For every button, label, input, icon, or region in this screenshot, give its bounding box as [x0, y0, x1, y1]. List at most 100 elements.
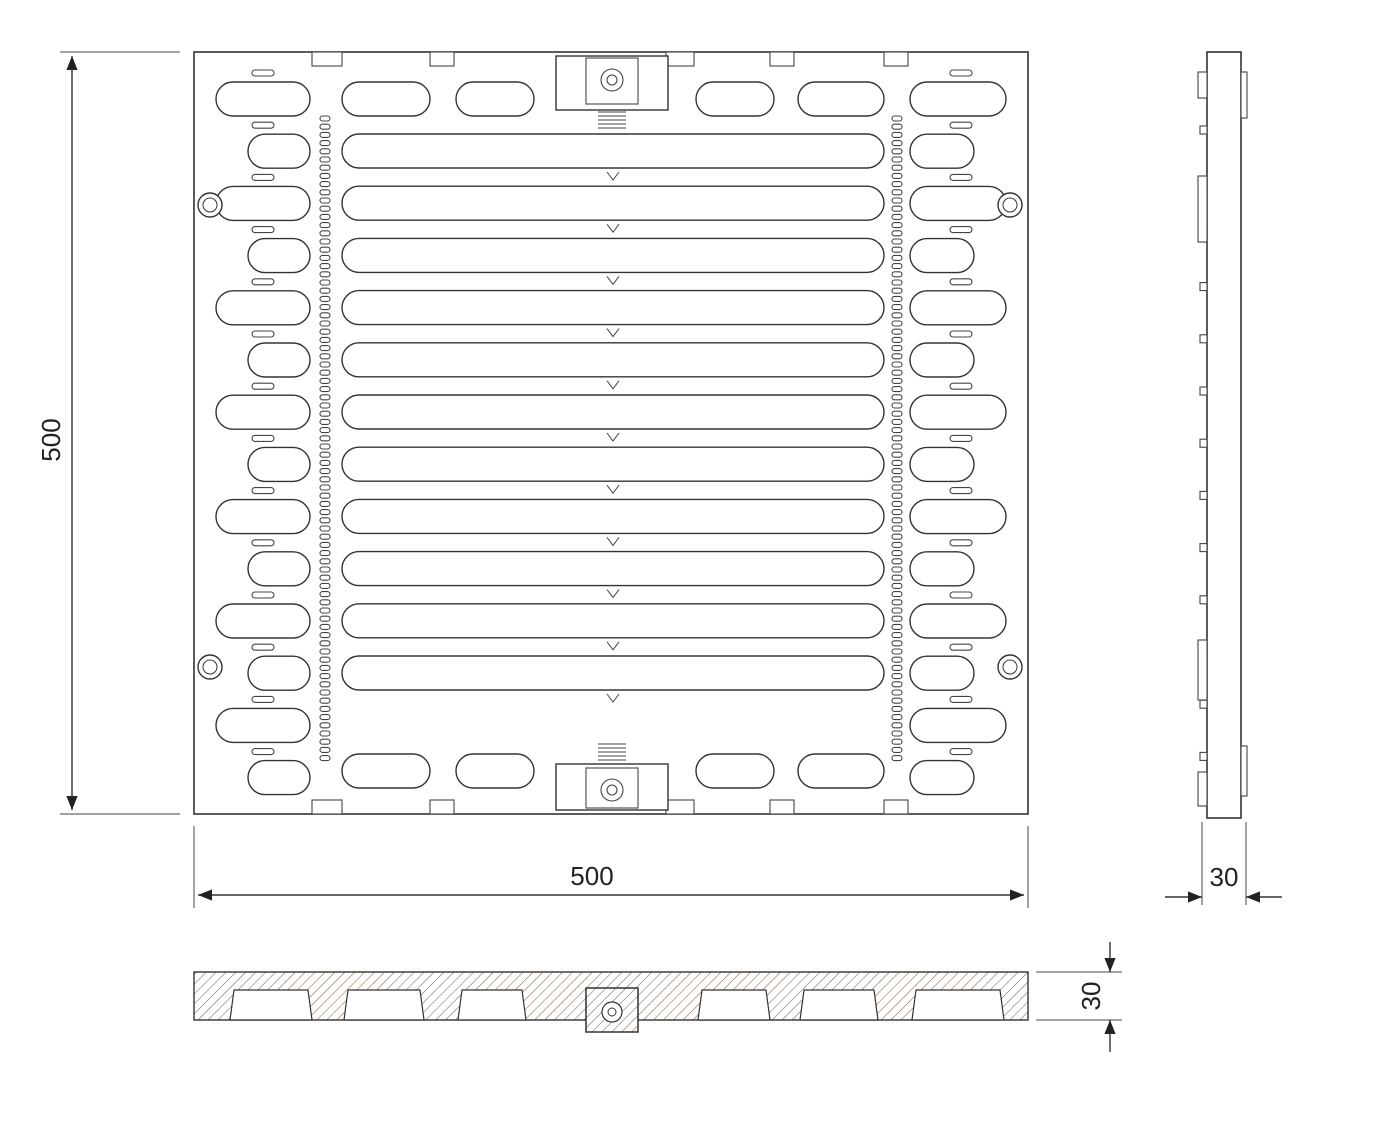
- perforation: [319, 131, 331, 138]
- perforation: [319, 189, 331, 196]
- perforation: [891, 263, 903, 270]
- short-slot: [215, 185, 311, 222]
- section-cavity: [229, 989, 313, 1021]
- left-short-slots: [215, 81, 311, 796]
- perforation: [319, 640, 331, 647]
- short-slot: [247, 759, 311, 796]
- perforation: [319, 222, 331, 229]
- perforation: [319, 238, 331, 245]
- perforation: [891, 123, 903, 130]
- perforation: [891, 509, 903, 516]
- rib-dash: [251, 748, 275, 756]
- perforation: [319, 123, 331, 130]
- perforation: [319, 435, 331, 442]
- long-slot: [341, 655, 885, 691]
- perforation: [891, 304, 903, 311]
- rib-dash: [949, 591, 973, 599]
- perforation: [891, 615, 903, 622]
- perforation: [319, 213, 331, 220]
- perforation: [319, 386, 331, 393]
- perforation: [891, 525, 903, 532]
- rib-dash: [949, 382, 973, 390]
- height-dimension-label: 500: [36, 418, 66, 461]
- perforation: [891, 320, 903, 327]
- top-edge-notches: [311, 51, 909, 67]
- perforation: [891, 697, 903, 704]
- rib-dash: [949, 173, 973, 181]
- perforation: [319, 394, 331, 401]
- rib-dash: [949, 643, 973, 651]
- perforation: [319, 361, 331, 368]
- perforation: [319, 156, 331, 163]
- rib-dash: [949, 748, 973, 756]
- perforation: [319, 197, 331, 204]
- short-slot: [909, 394, 1007, 430]
- perforation: [891, 418, 903, 425]
- perforation: [319, 369, 331, 376]
- flow-arrow-mark: [606, 484, 620, 495]
- perforation: [891, 533, 903, 540]
- perforation: [891, 468, 903, 475]
- section-cavity: [343, 989, 425, 1021]
- perforation: [319, 615, 331, 622]
- rib-dash: [251, 434, 275, 442]
- perforation: [319, 509, 331, 516]
- rib-dash: [251, 278, 275, 286]
- perforation: [891, 246, 903, 253]
- right-short-slots: [909, 81, 1007, 796]
- perforation: [891, 394, 903, 401]
- top-row-slots: [341, 81, 885, 117]
- perforation: [319, 336, 331, 343]
- long-slot: [341, 446, 885, 482]
- perforation: [319, 755, 331, 762]
- rib-dash: [949, 695, 973, 703]
- section-view: 30: [193, 942, 1122, 1052]
- perforation: [319, 541, 331, 548]
- rib-dashes: [251, 69, 973, 756]
- perforation: [891, 681, 903, 688]
- perforation: [319, 328, 331, 335]
- perforation: [891, 730, 903, 737]
- notch: [429, 799, 455, 815]
- section-thickness-label: 30: [1076, 982, 1106, 1011]
- perforation: [319, 525, 331, 532]
- side-thickness-label: 30: [1210, 862, 1239, 892]
- perforation: [319, 254, 331, 261]
- perforation: [891, 648, 903, 655]
- rib-dash: [949, 539, 973, 547]
- perforation: [319, 566, 331, 573]
- perforation: [319, 550, 331, 557]
- perforation: [319, 500, 331, 507]
- long-slot: [341, 394, 885, 430]
- perforation: [891, 599, 903, 606]
- right-perforation-column: [891, 115, 903, 762]
- section-cavity: [697, 989, 771, 1021]
- height-dimension: 500: [36, 51, 180, 815]
- short-slot: [909, 603, 1007, 639]
- perforation: [319, 410, 331, 417]
- perforation: [891, 230, 903, 237]
- perforation: [891, 738, 903, 745]
- perforation: [891, 140, 903, 147]
- perforation: [891, 197, 903, 204]
- long-slot: [341, 550, 885, 587]
- perforation: [319, 148, 331, 155]
- short-slot: [909, 290, 1007, 326]
- short-slot: [247, 446, 311, 483]
- perforation: [319, 345, 331, 352]
- bottom-slot: [341, 753, 431, 789]
- perforation: [319, 517, 331, 524]
- bottom-slot: [695, 753, 775, 789]
- rib-dash: [251, 330, 275, 338]
- perforation: [319, 271, 331, 278]
- bottom-slot: [455, 753, 535, 789]
- perforation: [891, 402, 903, 409]
- rib-dash: [251, 643, 275, 651]
- top-slot: [797, 81, 885, 117]
- perforation: [891, 222, 903, 229]
- perforation: [319, 353, 331, 360]
- perforation: [319, 738, 331, 745]
- perforation: [319, 377, 331, 384]
- rib-dash: [949, 121, 973, 129]
- perforation: [891, 476, 903, 483]
